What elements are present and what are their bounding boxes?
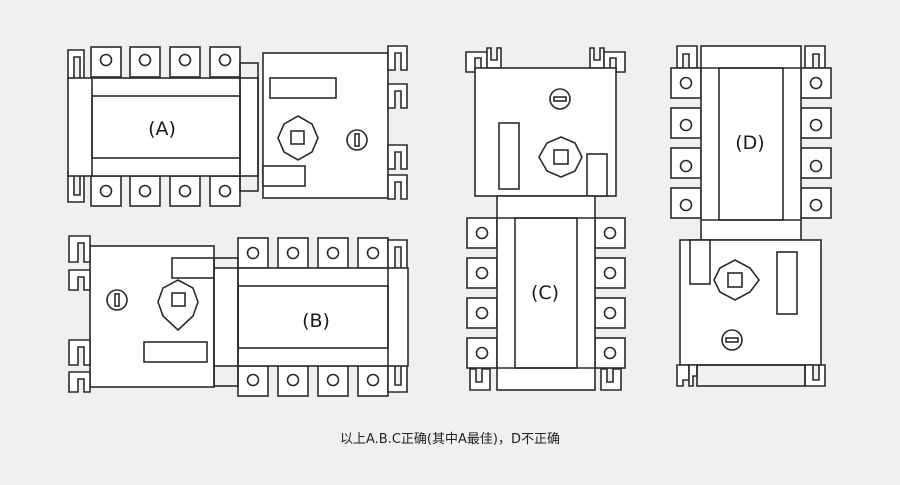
- figure-c-display-window: [498, 122, 520, 190]
- figure-a-display-window: [269, 77, 337, 99]
- figure-b-controller: [68, 235, 215, 393]
- figure-a: (A): [67, 45, 408, 207]
- figure-b-breaker: [213, 237, 409, 397]
- figure-d-lock-icon: [721, 329, 743, 351]
- figure-d-indicator-window: [689, 239, 711, 285]
- figure-c-indicator-window: [586, 153, 608, 197]
- figure-a-indicator-window: [262, 165, 306, 187]
- figure-b-lock-icon: [106, 289, 128, 311]
- figure-c-controller: [465, 47, 626, 197]
- figure-a-breaker: [67, 46, 259, 207]
- figure-b-display-window: [143, 341, 208, 363]
- figure-c-label: (C): [531, 282, 559, 304]
- figure-d: (D): [670, 45, 832, 387]
- figure-c-breaker: [466, 195, 626, 391]
- figure-b: (B): [68, 235, 409, 397]
- figure-c-lock-icon: [549, 88, 571, 110]
- figure-b-indicator-window: [171, 257, 215, 279]
- caption-text: 以上A.B.C正确(其中A最佳)，D不正确: [340, 432, 560, 447]
- figure-b-label: (B): [302, 310, 330, 332]
- figure-d-label: (D): [735, 132, 764, 154]
- figure-a-controller: [262, 45, 408, 200]
- figure-d-controller: [676, 239, 826, 387]
- figure-d-display-window: [776, 251, 798, 315]
- figure-a-label: (A): [148, 118, 176, 140]
- figure-d-breaker: [670, 45, 832, 241]
- figure-c: (C): [465, 47, 626, 391]
- figure-a-lock-icon: [346, 129, 368, 151]
